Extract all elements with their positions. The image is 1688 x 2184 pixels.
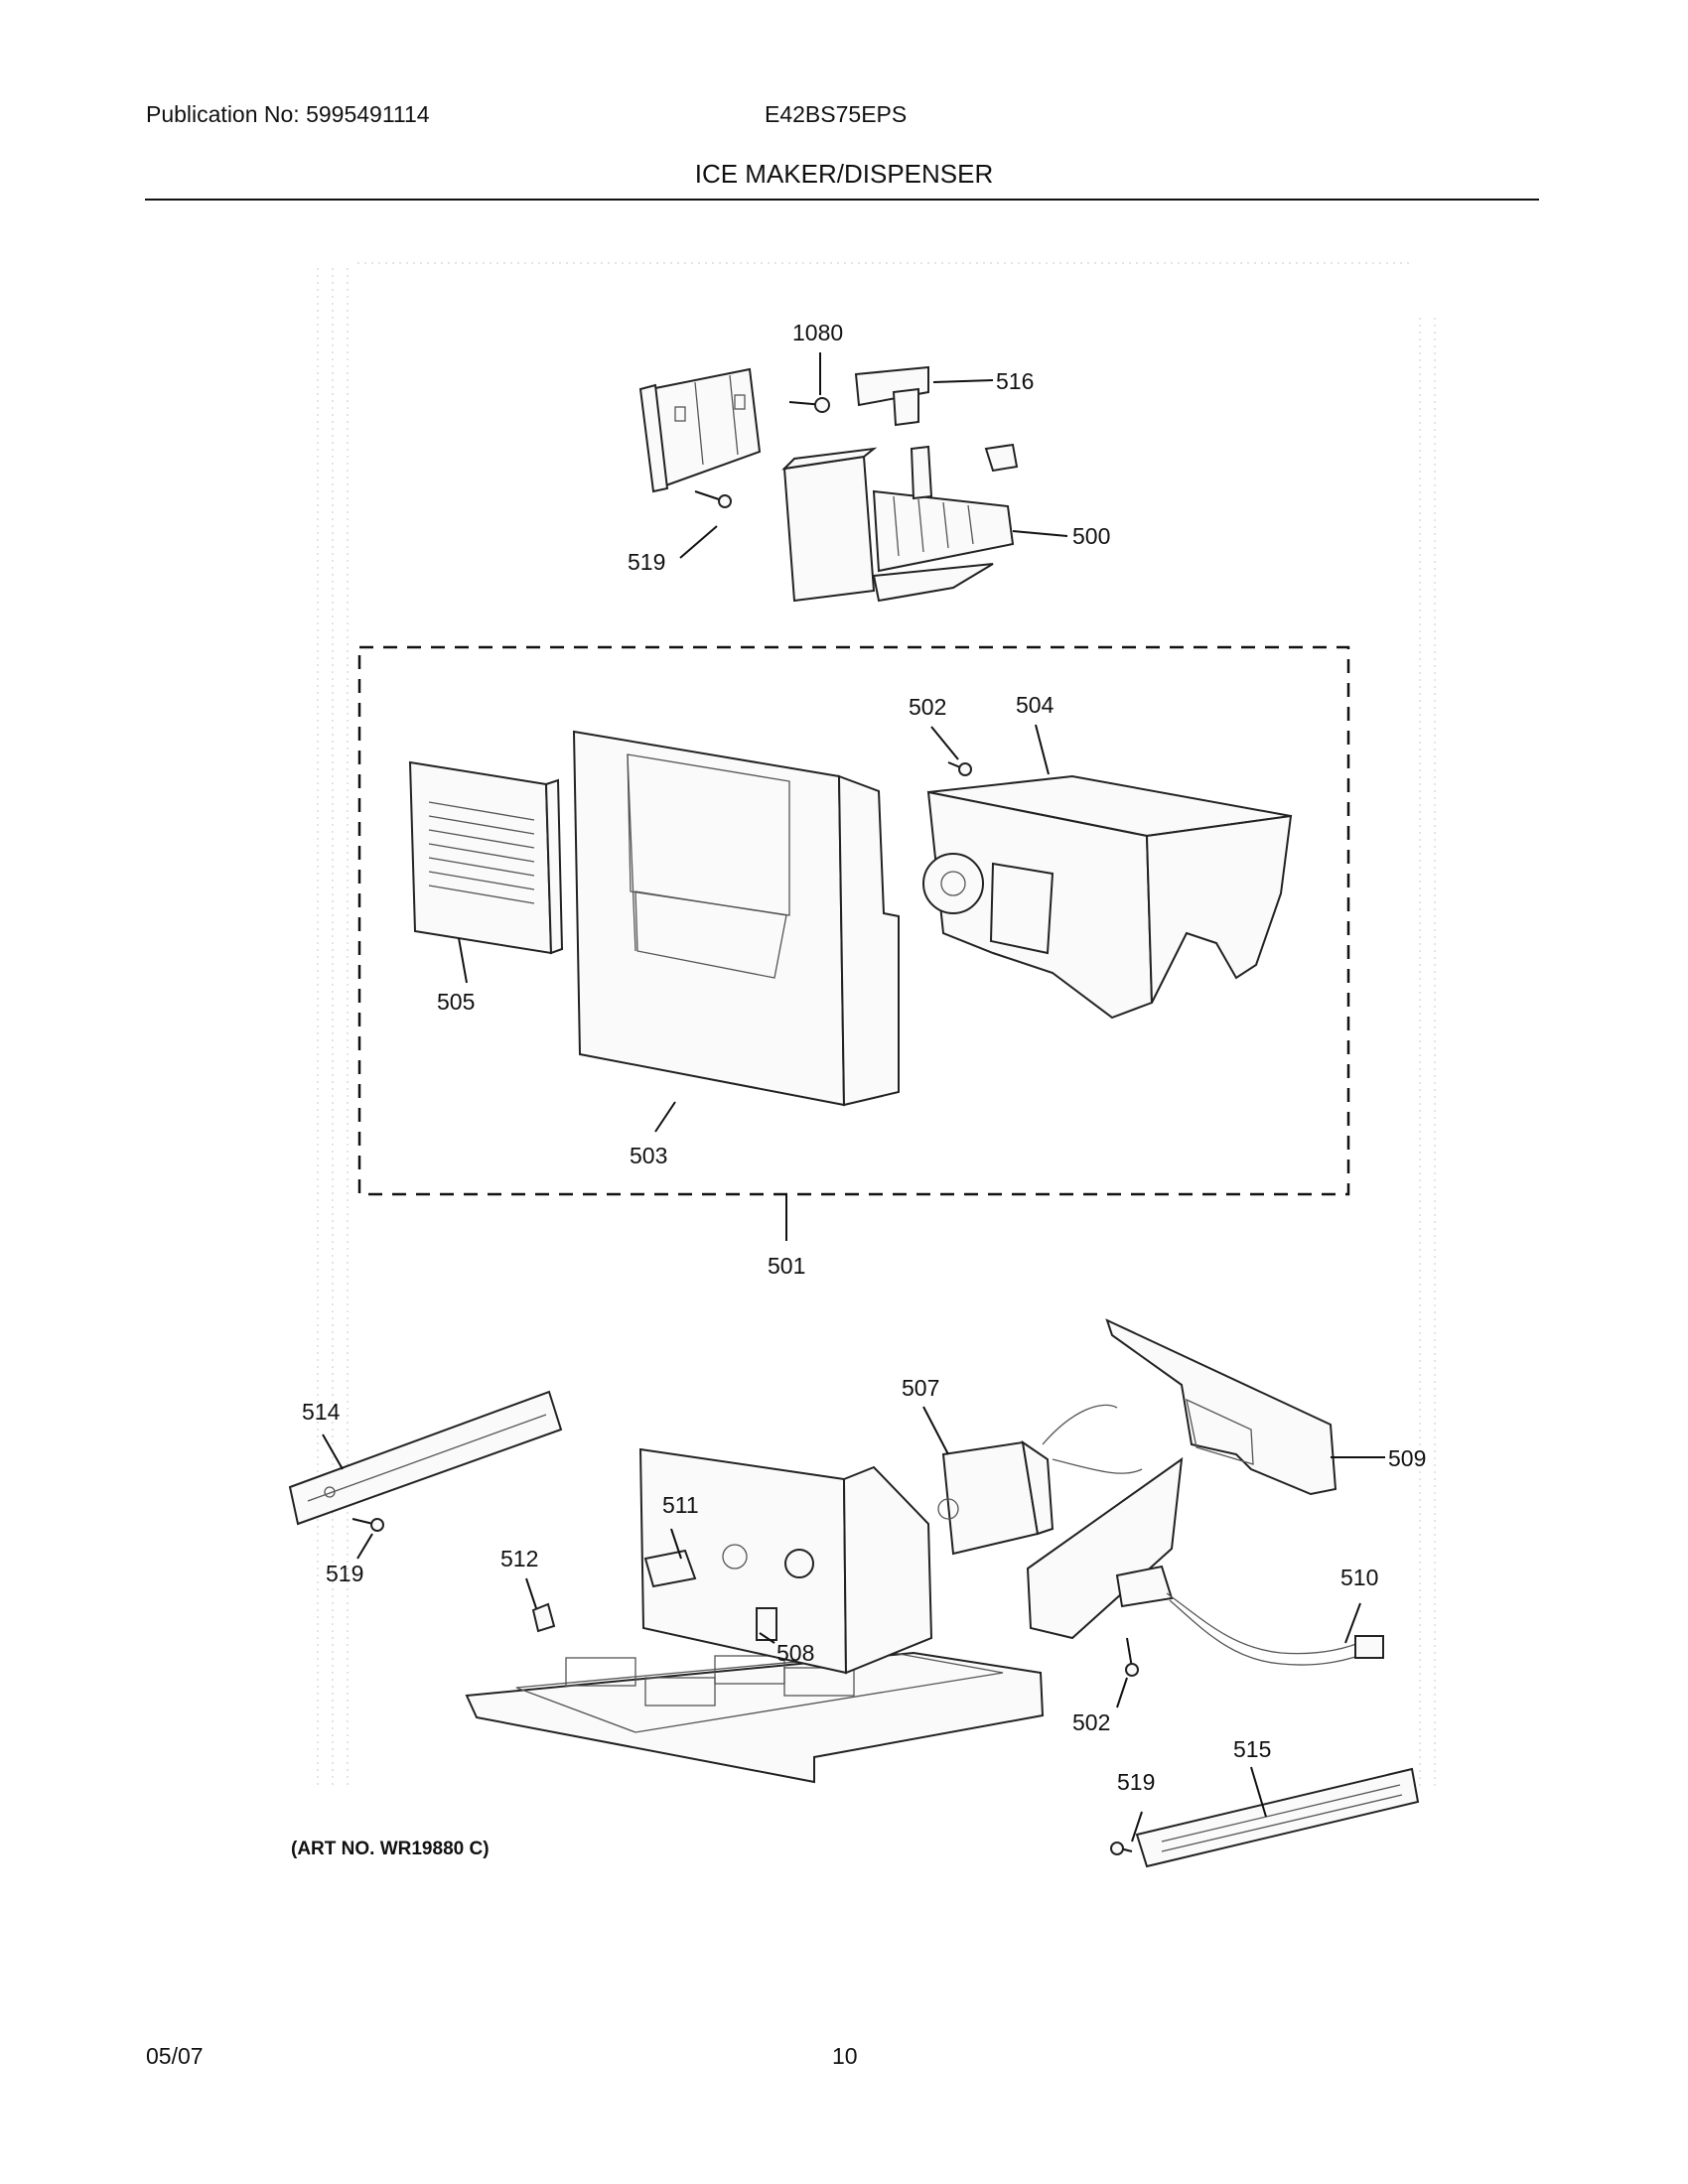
callout-501: 501 [768, 1253, 805, 1279]
ice-bucket-504 [922, 774, 1293, 1020]
callout-502-bottom: 502 [1072, 1709, 1110, 1735]
page-number: 10 [832, 2043, 858, 2069]
art-number: (ART NO. WR19880 C) [291, 1839, 490, 1859]
background-texture [317, 262, 1436, 1787]
callout-514: 514 [302, 1399, 341, 1425]
dispenser-cover-503 [572, 730, 900, 1107]
callout-519-bottom: 519 [1117, 1769, 1155, 1795]
callout-503: 503 [630, 1143, 667, 1168]
bracket-509 [1105, 1318, 1337, 1496]
grille-515 [1135, 1767, 1420, 1868]
dispenser-base [465, 1651, 1045, 1784]
model-number: E42BS75EPS [765, 101, 908, 127]
screw-519-top [694, 490, 732, 508]
actuator-510 [1115, 1565, 1384, 1666]
callout-519-left: 519 [326, 1561, 363, 1586]
screw-519-bottom [1110, 1842, 1133, 1855]
callout-505: 505 [437, 989, 475, 1015]
ice-maker-bracket-516 [854, 365, 929, 427]
ice-maker-500 [781, 443, 1019, 603]
fastener-512 [531, 1602, 556, 1633]
section-title: ICE MAKER/DISPENSER [694, 159, 994, 189]
header-rule [145, 199, 1539, 201]
callout-515: 515 [1233, 1736, 1271, 1762]
screw-519-left [352, 1518, 384, 1532]
dispenser-housing [638, 1447, 933, 1675]
screw-502-middle [947, 761, 972, 776]
callout-504: 504 [1016, 692, 1055, 718]
footer-date: 05/07 [146, 2043, 204, 2069]
callout-507: 507 [902, 1375, 939, 1401]
screw-502-bottom [1125, 1637, 1139, 1677]
callout-509: 509 [1388, 1445, 1426, 1471]
screw-1080 [788, 397, 830, 413]
callout-516: 516 [996, 368, 1034, 394]
callout-508: 508 [776, 1640, 814, 1666]
switch-508 [756, 1607, 777, 1641]
motor-507 [937, 1404, 1143, 1556]
deflector [1026, 1456, 1184, 1640]
paddle-511 [643, 1549, 697, 1588]
callout-500: 500 [1072, 523, 1110, 549]
callout-510: 510 [1340, 1565, 1378, 1590]
callout-labels: 1080 516 519 500 502 504 505 503 501 514… [302, 320, 1426, 1795]
callout-519-top: 519 [628, 549, 665, 575]
assembly-501-boundary [357, 645, 1350, 1196]
mounting-bracket [638, 367, 762, 493]
grille-505 [408, 760, 564, 955]
trim-514 [288, 1390, 563, 1526]
callout-512: 512 [500, 1546, 538, 1571]
callout-502-middle: 502 [909, 694, 946, 720]
callout-511: 511 [662, 1492, 699, 1518]
callout-1080: 1080 [792, 320, 843, 345]
publication-number: Publication No: 5995491114 [146, 101, 430, 127]
leader-lines [322, 352, 1385, 1843]
